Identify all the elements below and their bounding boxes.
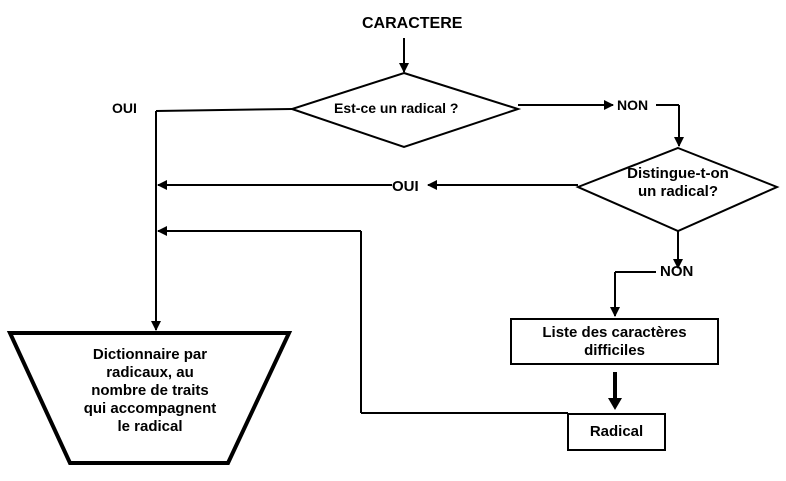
dictionary-line3: nombre de traits	[91, 382, 209, 399]
non-label-1: NON	[617, 97, 649, 113]
dictionary-trapezoid	[6, 331, 293, 465]
list-box-label: Liste des caractères difficiles	[511, 324, 718, 360]
decision-distinguish-label: Distingue-t-on un radical?	[612, 165, 744, 201]
list-box-line2: difficiles	[584, 342, 645, 359]
start-label: CARACTERE	[362, 15, 463, 32]
oui-label-2: OUI	[392, 178, 419, 195]
dictionary-line4: qui accompagnent	[83, 400, 217, 417]
decision-distinguish-line2: un radical?	[637, 183, 719, 200]
dictionary-label: Dictionnaire par radicaux, au nombre de …	[40, 346, 260, 436]
radical-box-label: Radical	[589, 423, 644, 440]
radical-box	[567, 413, 666, 451]
decision-radical-label: Est-ce un radical ?	[334, 100, 459, 116]
decision-radical-diamond	[288, 71, 522, 149]
dictionary-line5: le radical	[117, 418, 183, 435]
list-box	[510, 318, 719, 365]
dictionary-line1: Dictionnaire par	[92, 346, 208, 363]
oui-label-1: OUI	[112, 100, 137, 116]
non-label-2: NON	[660, 263, 694, 280]
decision-distinguish-line1: Distingue-t-on	[627, 165, 729, 182]
dictionary-line2: radicaux, au	[106, 364, 194, 381]
list-box-line1: Liste des caractères	[542, 324, 687, 341]
arrow-oui-1-left	[155, 108, 293, 112]
arrow-list-to-radical-head	[608, 398, 622, 410]
